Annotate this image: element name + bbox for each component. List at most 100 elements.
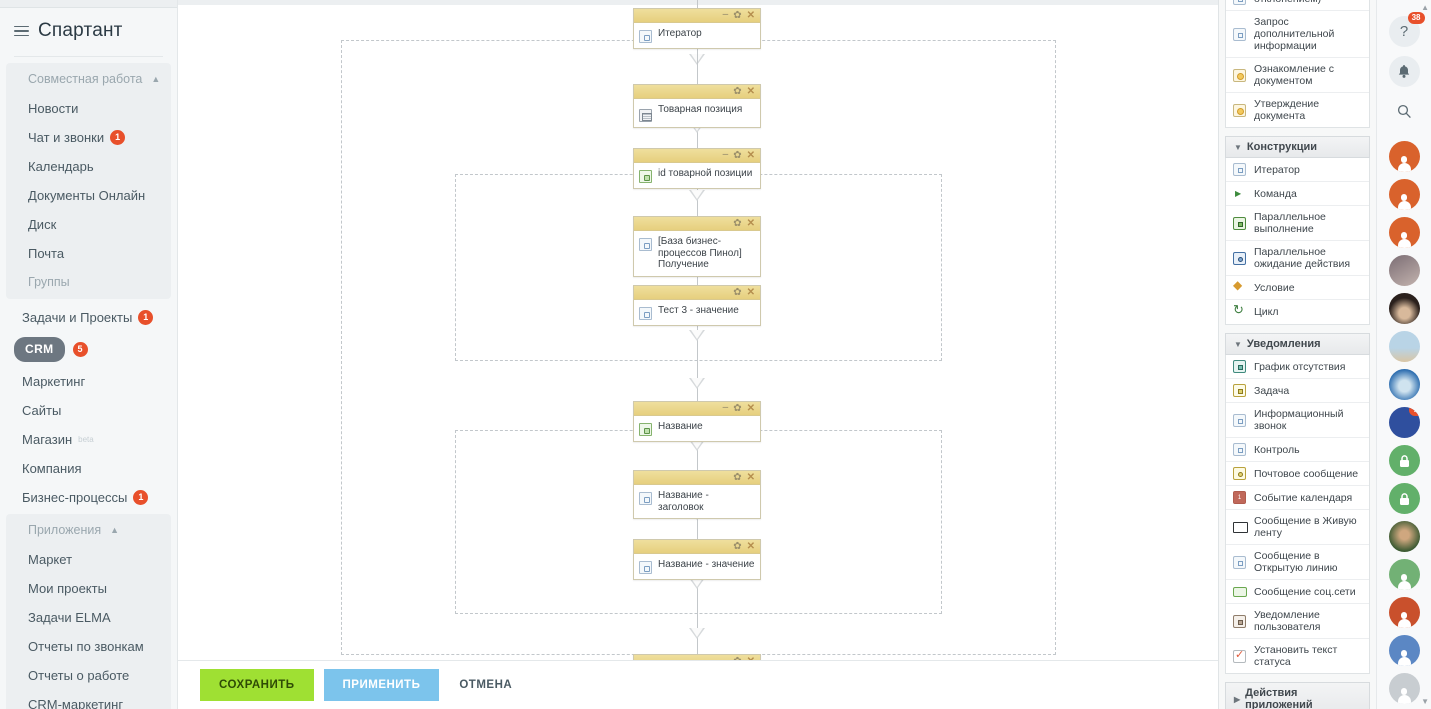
sidebar-item-marketing[interactable]: Маркетинг <box>0 367 177 396</box>
close-icon[interactable]: ✕ <box>746 150 755 161</box>
avatar[interactable] <box>1388 521 1420 552</box>
bp-node-product-position-id[interactable]: – ✿ ✕ id товарной позиции <box>633 148 761 189</box>
menu-burger-icon[interactable] <box>14 25 29 37</box>
close-icon[interactable]: ✕ <box>746 472 755 483</box>
avatar[interactable] <box>1388 255 1420 286</box>
avatar[interactable]: 1 <box>1388 407 1420 438</box>
close-icon[interactable]: ✕ <box>746 10 755 21</box>
bp-node-name-value[interactable]: ✿ ✕ Название - значение <box>633 539 761 580</box>
bp-node-name[interactable]: – ✿ ✕ Название <box>633 401 761 442</box>
sidebar-item-documents-online[interactable]: Документы Онлайн <box>6 181 171 210</box>
sidebar-item-disk[interactable]: Диск <box>6 210 171 239</box>
cancel-button[interactable]: ОТМЕНА <box>449 669 522 701</box>
palette-item-user-notification[interactable]: Уведомление пользователя <box>1226 604 1369 639</box>
sidebar-item-business-processes[interactable]: Бизнес-процессы 1 <box>0 483 177 512</box>
palette-item-condition[interactable]: Условие <box>1226 276 1369 300</box>
bp-node-test3-value[interactable]: ✿ ✕ Тест 3 - значение <box>633 285 761 326</box>
gear-icon[interactable]: ✿ <box>733 218 742 229</box>
palette-item-absence-schedule[interactable]: График отсутствия <box>1226 355 1369 379</box>
sidebar-item-groups[interactable]: Группы <box>6 268 171 297</box>
close-icon[interactable]: ✕ <box>746 287 755 298</box>
close-icon[interactable]: ✕ <box>747 657 755 661</box>
palette-item-calendar-event[interactable]: Событие календаря <box>1226 486 1369 510</box>
palette-item-command[interactable]: Команда <box>1226 182 1369 206</box>
bell-icon[interactable] <box>1388 56 1420 87</box>
avatar[interactable] <box>1388 141 1420 172</box>
bp-node-product-position[interactable]: ✿ ✕ Товарная позиция <box>633 84 761 128</box>
bp-node-name-header[interactable]: ✿ ✕ Название - заголовок <box>633 470 761 519</box>
search-icon[interactable] <box>1389 96 1420 127</box>
palette-item-document-familiarization[interactable]: Ознакомление с документом <box>1226 58 1369 93</box>
bp-element-palette[interactable]: отклонением) Запрос дополнительной инфор… <box>1218 0 1376 709</box>
sidebar-item-market[interactable]: Маркет <box>6 545 171 574</box>
gear-icon[interactable]: ✿ <box>733 150 742 161</box>
gear-icon[interactable]: ✿ <box>733 403 742 414</box>
sidebar-item-chat[interactable]: Чат и звонки 1 <box>6 123 171 152</box>
minimize-icon[interactable]: – <box>722 149 729 160</box>
palette-item-parallel-wait[interactable]: Параллельное ожидание действия <box>1226 241 1369 276</box>
minimize-icon[interactable]: – <box>722 402 729 413</box>
palette-item-openline-message[interactable]: Сообщение в Открытую линию <box>1226 545 1369 580</box>
sidebar-item-crm[interactable]: CRM 5 <box>0 332 177 367</box>
palette-item-loop[interactable]: Цикл <box>1226 300 1369 324</box>
bp-node-header[interactable]: – ✿ ✕ <box>634 149 760 163</box>
bp-node-partial-bottom[interactable]: ✿ ✕ <box>633 654 761 660</box>
avatar[interactable] <box>1388 559 1420 590</box>
sidebar-item-call-reports[interactable]: Отчеты по звонкам <box>6 632 171 661</box>
avatar[interactable] <box>1388 597 1420 628</box>
sidebar-item-work-reports[interactable]: Отчеты о работе <box>6 661 171 690</box>
palette-item-otkloneniem[interactable]: отклонением) <box>1226 0 1369 11</box>
bp-node-pinol-receive[interactable]: ✿ ✕ [База бизнес-процессов Пинол] Получе… <box>633 216 761 277</box>
rail-scroll-down-icon[interactable]: ▼ <box>1421 697 1429 706</box>
sidebar-item-crm-marketing[interactable]: CRM-маркетинг <box>6 690 171 709</box>
bp-node-header[interactable]: ✿ ✕ <box>634 286 760 300</box>
bp-node-header[interactable]: ✿ ✕ <box>634 471 760 485</box>
palette-item-mail-message[interactable]: Почтовое сообщение <box>1226 462 1369 486</box>
gear-icon[interactable]: ✿ <box>733 287 742 298</box>
sidebar-item-elma-tasks[interactable]: Задачи ELMA <box>6 603 171 632</box>
bp-node-header[interactable]: ✿ ✕ <box>634 540 760 554</box>
save-button[interactable]: СОХРАНИТЬ <box>200 669 314 701</box>
gear-icon[interactable]: ✿ <box>733 541 742 552</box>
palette-item-request-additional-info[interactable]: Запрос дополнительной информации <box>1226 11 1369 58</box>
palette-scroll-area[interactable]: отклонением) Запрос дополнительной инфор… <box>1219 0 1376 709</box>
avatar[interactable] <box>1388 293 1420 324</box>
bp-node-header[interactable]: ✿ ✕ <box>634 217 760 231</box>
bp-node-header[interactable]: – ✿ ✕ <box>634 402 760 416</box>
rail-scroll-up-icon[interactable]: ▲ <box>1421 3 1429 12</box>
palette-group-header-notifications[interactable]: ▼ Уведомления <box>1225 333 1370 355</box>
avatar[interactable] <box>1388 445 1420 476</box>
gear-icon[interactable]: ✿ <box>733 86 742 97</box>
palette-item-iterator[interactable]: Итератор <box>1226 158 1369 182</box>
sidebar-item-mail[interactable]: Почта <box>6 239 171 268</box>
minimize-icon[interactable]: – <box>722 9 729 20</box>
palette-item-parallel-execution[interactable]: Параллельное выполнение <box>1226 206 1369 241</box>
sidebar-item-news[interactable]: Новости <box>6 94 171 123</box>
avatar[interactable] <box>1388 217 1420 248</box>
palette-group-header-constructions[interactable]: ▼ Конструкции <box>1225 136 1370 158</box>
palette-group-header-app-actions[interactable]: ▶ Действия приложений <box>1225 682 1370 709</box>
palette-item-set-status-text[interactable]: Установить текст статуса <box>1226 639 1369 673</box>
palette-item-social-message[interactable]: Сообщение соц.сети <box>1226 580 1369 604</box>
close-icon[interactable]: ✕ <box>746 218 755 229</box>
sidebar-item-sites[interactable]: Сайты <box>0 396 177 425</box>
palette-item-control[interactable]: Контроль <box>1226 438 1369 462</box>
palette-item-livefeed-message[interactable]: Сообщение в Живую ленту <box>1226 510 1369 545</box>
avatar[interactable] <box>1388 483 1420 514</box>
bp-node-header[interactable]: – ✿ ✕ <box>634 9 760 23</box>
avatar[interactable] <box>1388 369 1420 400</box>
bp-node-header[interactable]: ✿ ✕ <box>634 85 760 99</box>
sidebar-item-calendar[interactable]: Календарь <box>6 152 171 181</box>
palette-item-task[interactable]: Задача <box>1226 379 1369 403</box>
close-icon[interactable]: ✕ <box>746 86 755 97</box>
palette-item-document-approval[interactable]: Утверждение документа <box>1226 93 1369 127</box>
gear-icon[interactable]: ✿ <box>733 10 742 21</box>
bp-node-iterator[interactable]: – ✿ ✕ Итератор <box>633 8 761 49</box>
palette-item-info-call[interactable]: Информационный звонок <box>1226 403 1369 438</box>
avatar[interactable] <box>1388 331 1420 362</box>
close-icon[interactable]: ✕ <box>746 541 755 552</box>
sidebar-item-my-projects[interactable]: Мои проекты <box>6 574 171 603</box>
gear-icon[interactable]: ✿ <box>733 657 741 661</box>
apply-button[interactable]: ПРИМЕНИТЬ <box>323 669 440 701</box>
